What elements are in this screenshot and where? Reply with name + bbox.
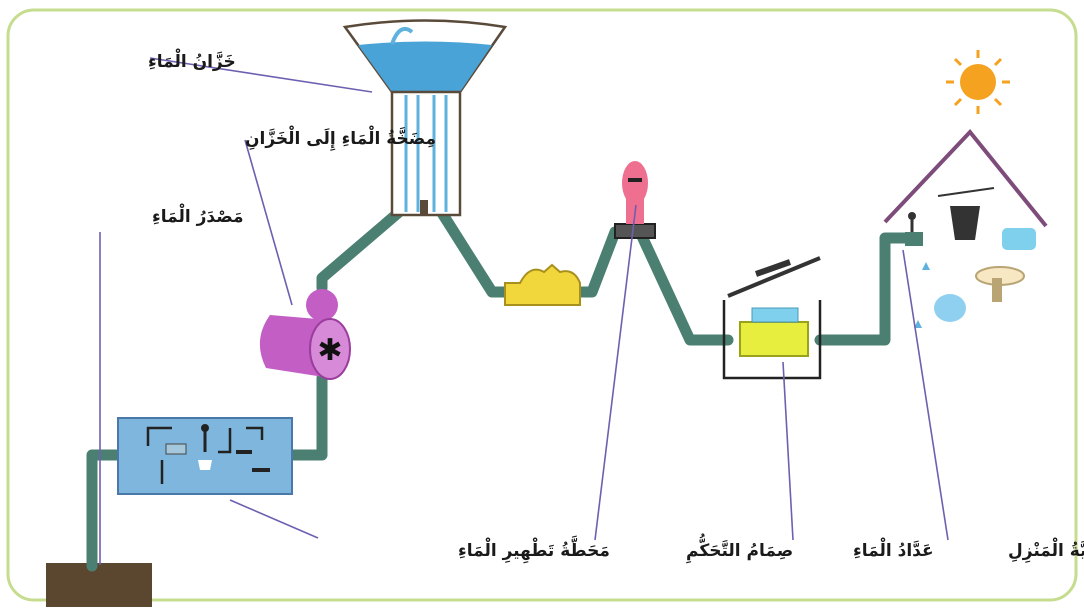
leader-lines bbox=[99, 57, 949, 565]
control-valve-icon bbox=[614, 161, 656, 239]
pump-icon: ✱ bbox=[259, 289, 351, 380]
faucet-icon bbox=[905, 212, 923, 246]
svg-text:✱: ✱ bbox=[317, 333, 342, 368]
house-icon bbox=[883, 128, 1048, 328]
label-water-tank: خَزَّانُ الْمَاءِ bbox=[148, 47, 236, 72]
connector-icon bbox=[504, 263, 581, 306]
water-source-ground bbox=[46, 563, 152, 607]
sun-icon bbox=[946, 50, 1010, 114]
water-tank-icon bbox=[342, 19, 508, 217]
water-meter-icon bbox=[722, 256, 822, 380]
label-water-source: مَصْدَرُ الْمَاءِ bbox=[152, 202, 243, 227]
pipeline bbox=[86, 207, 921, 572]
treatment-station-icon bbox=[117, 417, 293, 495]
label-house-faucet: حَنَفِيَّةُ الْمَنْزِلِ bbox=[1008, 536, 1084, 563]
label-treatment-station: مَحَطَّةُ تَطْهِيرِ الْمَاءِ bbox=[458, 535, 610, 564]
label-water-meter: عَدَّادُ الْمَاءِ bbox=[853, 536, 934, 561]
label-water-pump: مِضَخَّةُ الْمَاءِ إِلَى الْخَزَّانِ bbox=[245, 124, 436, 151]
